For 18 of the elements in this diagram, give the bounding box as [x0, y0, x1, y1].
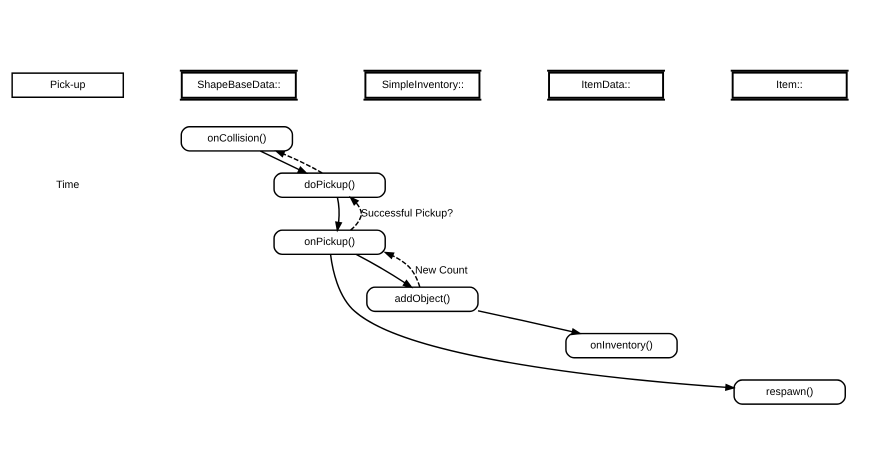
- arrow: [383, 252, 420, 288]
- arrow: [335, 197, 342, 232]
- arrow: [356, 254, 414, 288]
- arrow: [478, 310, 582, 336]
- node-box: onPickup(): [273, 229, 386, 256]
- node-box: doPickup(): [273, 172, 386, 198]
- node-box: respawn(): [733, 379, 846, 405]
- arrow: [260, 150, 308, 174]
- node-box: addObject(): [366, 286, 479, 312]
- arrow: [274, 150, 323, 174]
- arrow: [349, 196, 362, 231]
- node-box: Pick-up: [11, 72, 124, 98]
- edge-label: Successful Pickup?: [360, 207, 454, 220]
- label: Time: [56, 178, 80, 191]
- edge-label: New Count: [414, 264, 468, 276]
- node-box: onInventory(): [565, 332, 678, 358]
- arrow: [330, 254, 736, 392]
- node-box: onCollision(): [180, 126, 294, 152]
